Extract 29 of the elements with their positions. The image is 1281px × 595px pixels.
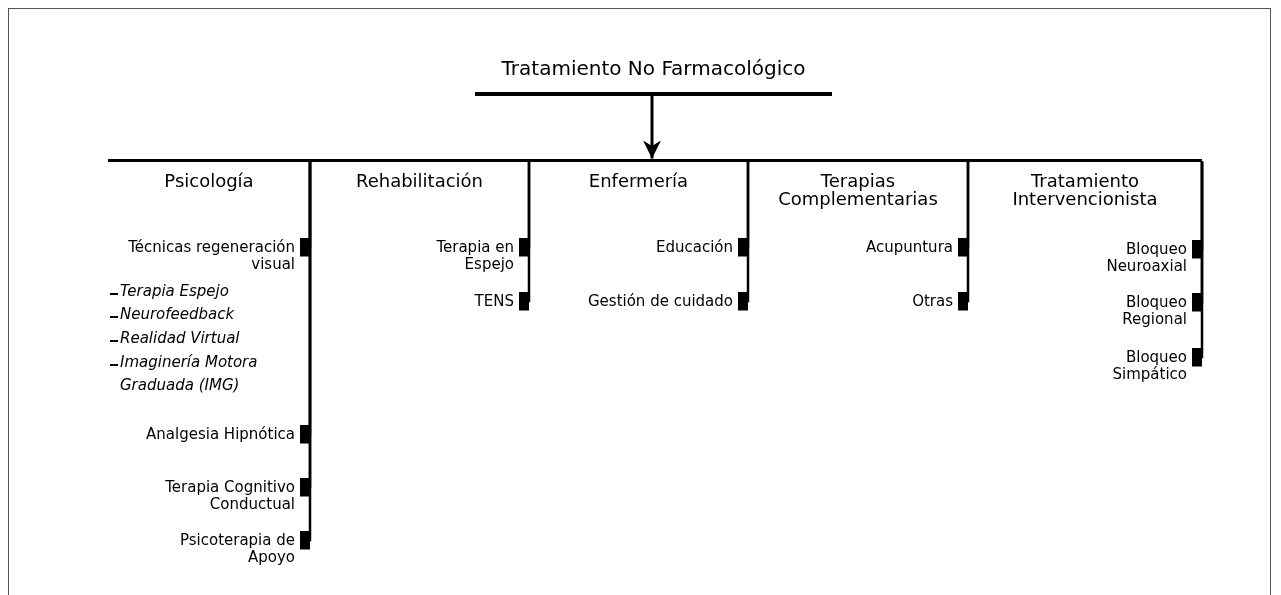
category-heading: Psicología xyxy=(111,164,307,190)
connector-line xyxy=(958,161,970,311)
item-label: Educación xyxy=(538,238,738,256)
sub-item-text: Terapia Espejo xyxy=(110,280,300,303)
item-label: Terapia Cognitivo Conductual xyxy=(135,478,300,513)
connector-line xyxy=(738,161,750,311)
item-label: Otras xyxy=(758,292,958,310)
item-label: Gestión de cuidado xyxy=(538,292,738,310)
arrow xyxy=(643,96,661,159)
sub-item-text: Neurofeedback xyxy=(110,303,300,326)
item-label: Bloqueo Simpático xyxy=(1097,348,1192,383)
category-heading: Enfermería xyxy=(532,164,745,190)
item-label: Analgesia Hipnótica xyxy=(110,425,300,443)
item-label: TENS xyxy=(419,292,519,310)
category-heading: Terapias Complementarias xyxy=(751,164,965,208)
sub-item-text: Imaginería Motora Graduada (IMG) xyxy=(110,351,300,397)
title-heading: Tratamiento No Farmacológico xyxy=(475,56,832,96)
category-heading: Tratamiento Intervencionista xyxy=(971,164,1199,208)
connector-line xyxy=(1192,161,1204,367)
sub-item-text: Realidad Virtual xyxy=(110,327,300,350)
item-label: Psicoterapia de Apoyo xyxy=(155,531,300,566)
item-label: Técnicas regeneración visual xyxy=(125,238,300,273)
category-heading: Rehabilitación xyxy=(313,164,526,190)
item-label: Bloqueo Regional xyxy=(1097,293,1192,328)
item-label: Acupuntura xyxy=(758,238,958,256)
item-label: Terapia en Espejo xyxy=(419,238,519,273)
horizontal-bar xyxy=(108,158,1202,162)
item-label: Bloqueo Neuroaxial xyxy=(1097,240,1192,275)
connector-line xyxy=(519,161,531,311)
